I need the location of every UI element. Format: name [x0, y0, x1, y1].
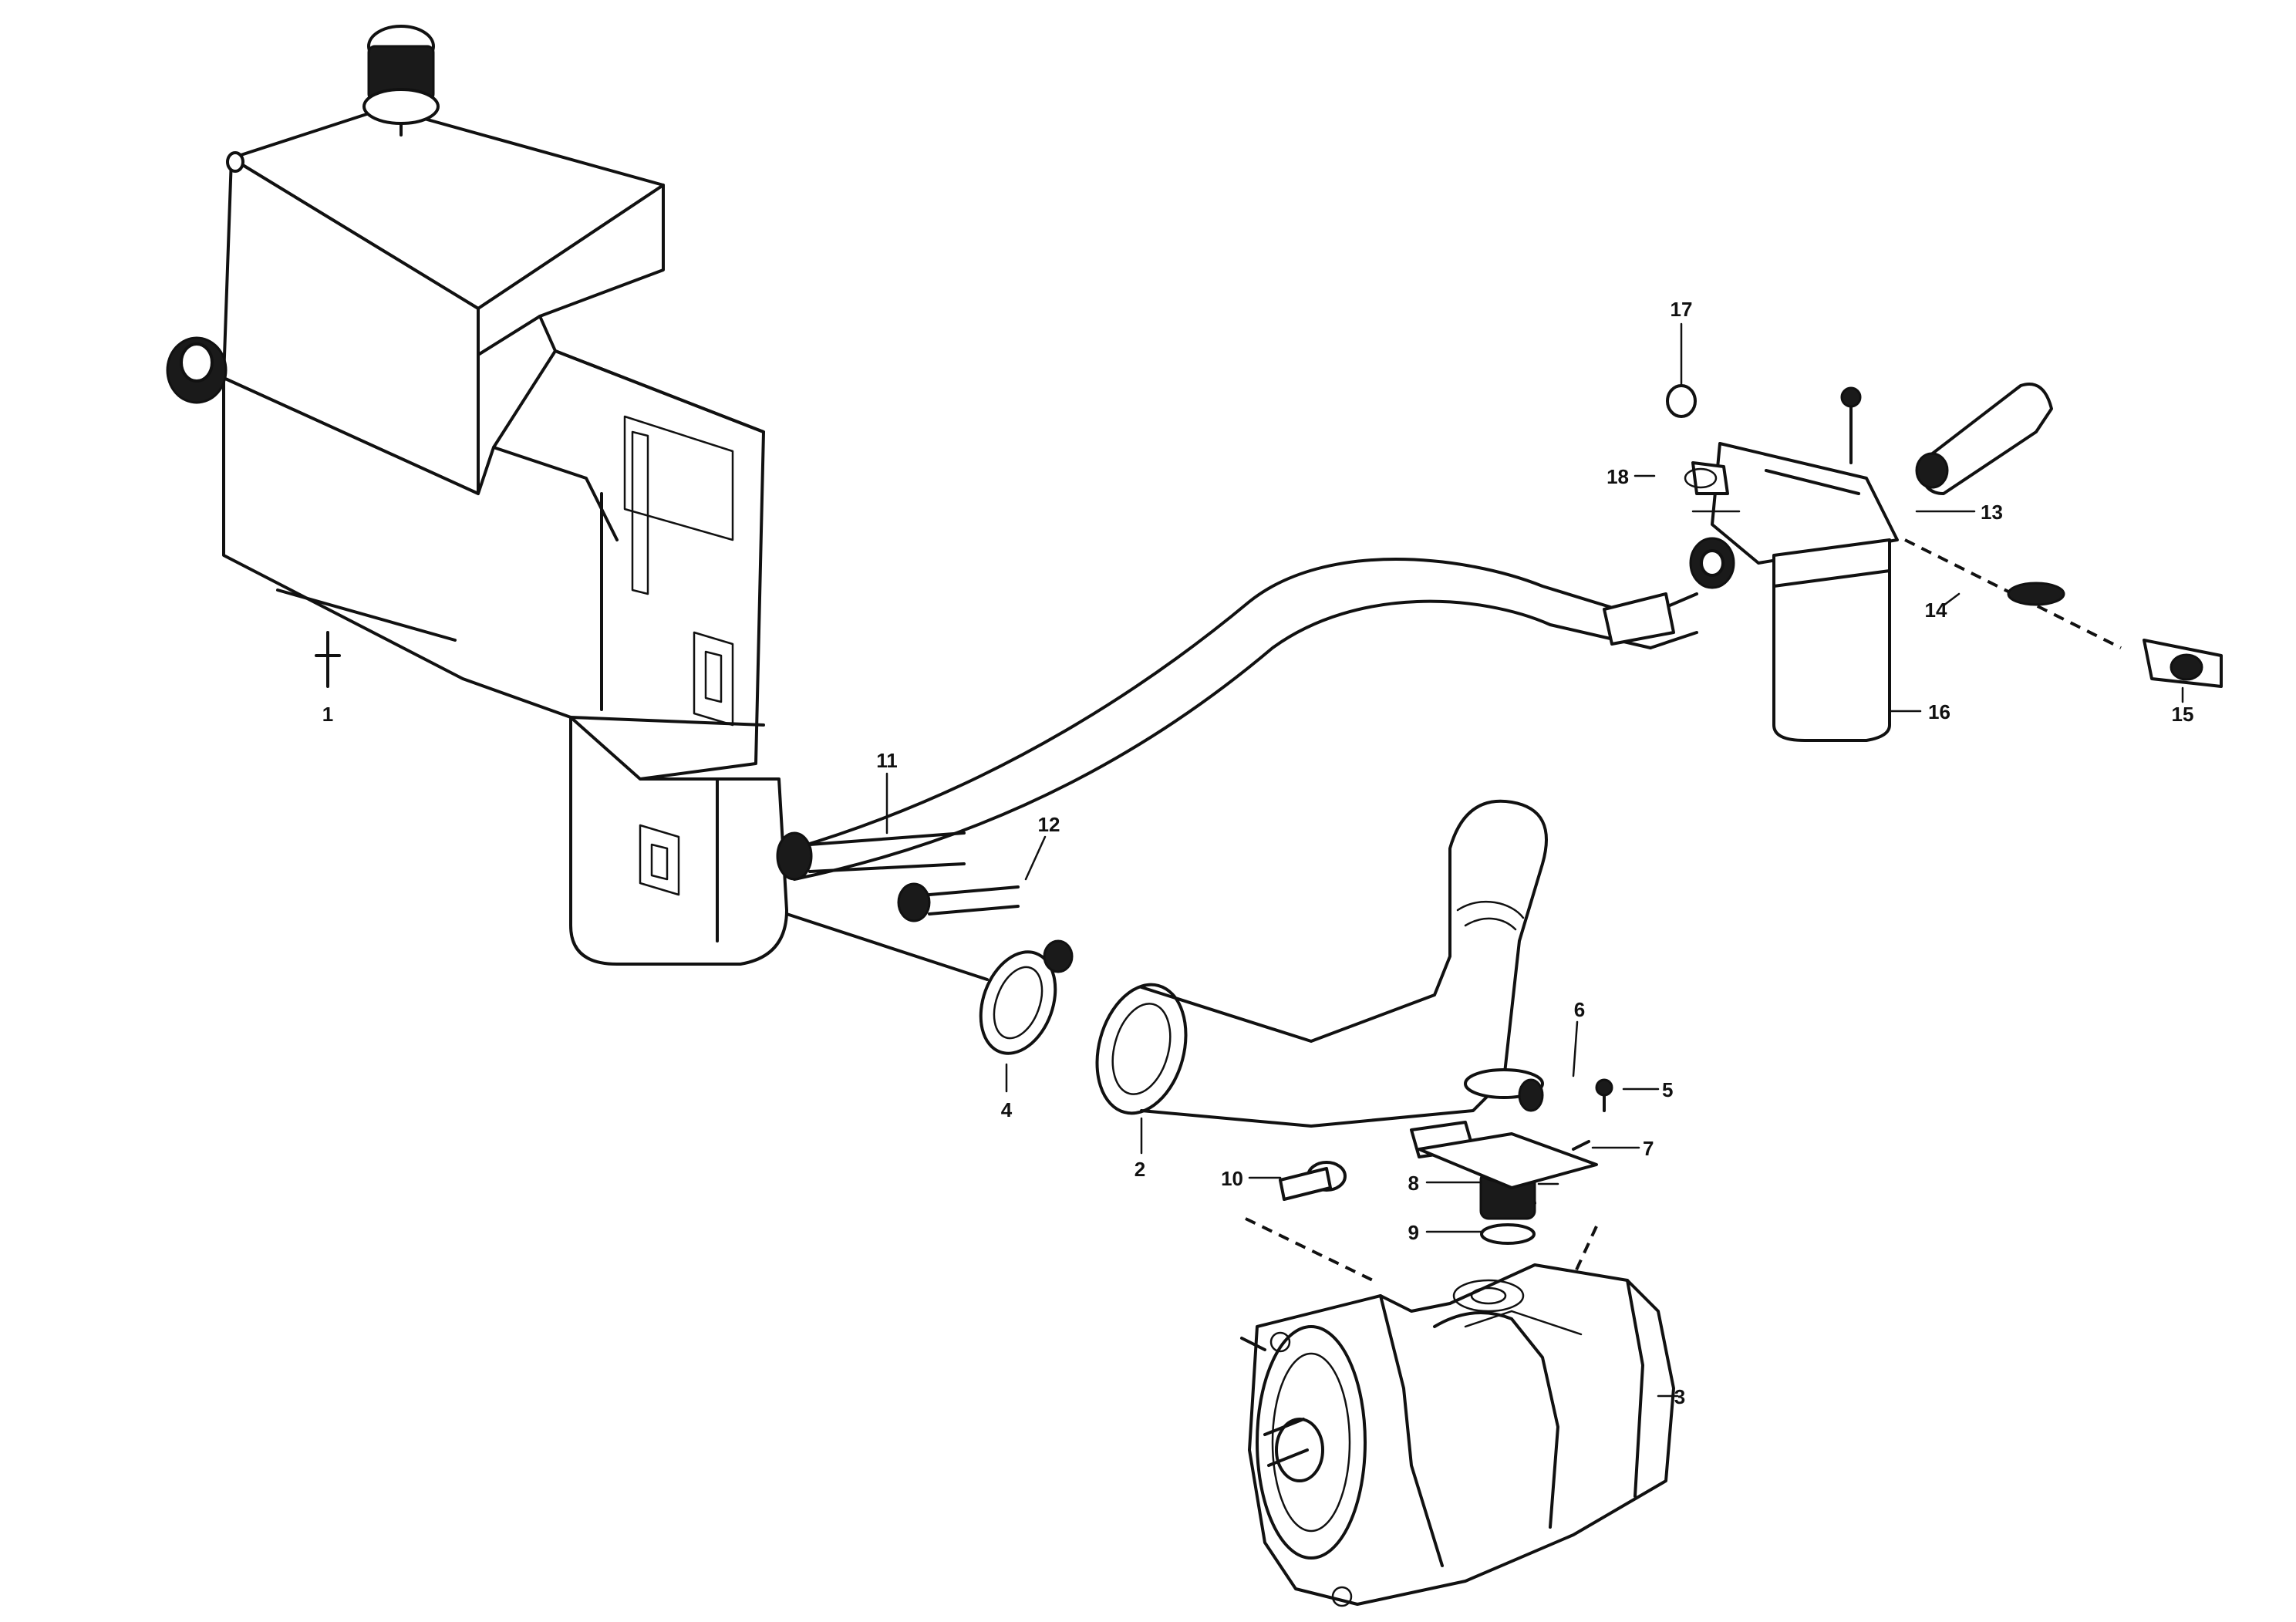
callout-4: 4	[1001, 1098, 1013, 1121]
hydraulic-pump	[1240, 1068, 1675, 1607]
hose-to-pump	[785, 799, 1548, 1128]
callout-9: 9	[1408, 1221, 1419, 1244]
callout-2: 2	[1135, 1158, 1145, 1181]
callout-5: 5	[1662, 1078, 1673, 1101]
callout-1: 1	[322, 703, 333, 726]
callout-3: 3	[1674, 1385, 1685, 1408]
callout-18: 18	[1607, 465, 1629, 488]
callout-8: 8	[1408, 1172, 1419, 1195]
callout-7: 7	[1643, 1137, 1654, 1160]
callout-12: 12	[1038, 813, 1060, 836]
callout-labels: 1 2 3 4 5 6 7 8 9 10 11 12 13 14 15 16 1…	[322, 298, 2194, 1408]
hose-assembly	[776, 558, 1698, 922]
leader-lines	[885, 474, 2184, 1398]
callout-17: 17	[1671, 298, 1693, 321]
callout-13: 13	[1981, 501, 2003, 524]
callout-6: 6	[1574, 998, 1585, 1021]
callout-10: 10	[1221, 1167, 1243, 1190]
callout-16: 16	[1928, 700, 1950, 723]
callout-15: 15	[2172, 703, 2194, 726]
callout-11: 11	[876, 749, 898, 772]
reservoir-tank	[166, 25, 788, 966]
filter-assembly	[1666, 322, 2223, 742]
callout-14: 14	[1925, 599, 1947, 622]
